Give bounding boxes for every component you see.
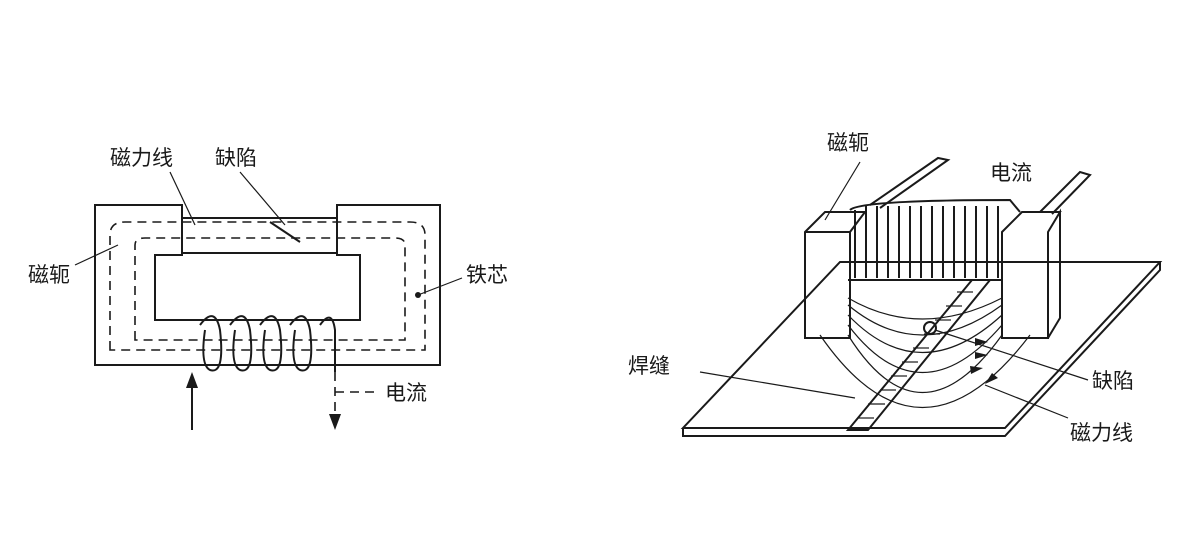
field-line-inner xyxy=(134,237,406,341)
current-lead-left xyxy=(869,156,951,209)
label-defect-left: 缺陷 xyxy=(215,146,257,170)
yoke-body xyxy=(94,204,441,366)
label-current-right: 电流 xyxy=(990,161,1032,185)
current-lead-right xyxy=(1039,170,1092,215)
right-yoke-diagram: 磁轭 电流 焊缝 缺陷 磁力线 xyxy=(628,131,1163,445)
coil-winding-right xyxy=(849,198,1021,278)
field-arrows xyxy=(970,338,998,384)
iron-core-bar xyxy=(181,217,338,254)
label-field-lines-left: 磁力线 xyxy=(110,146,173,170)
label-defect-right: 缺陷 xyxy=(1092,369,1134,393)
coil-winding xyxy=(199,315,336,372)
label-iron-core: 铁芯 xyxy=(466,263,508,287)
defect-mark xyxy=(923,321,937,335)
steel-plate xyxy=(680,261,1163,429)
label-weld: 焊缝 xyxy=(628,354,670,378)
label-current-left: 电流 xyxy=(385,381,427,405)
yoke-block-right xyxy=(1001,208,1062,339)
label-field-lines-right: 磁力线 xyxy=(1070,421,1133,445)
magnetic-field-arcs xyxy=(819,297,1031,409)
weld-hatching xyxy=(858,291,973,419)
current-in-arrow xyxy=(186,372,198,430)
defect-line xyxy=(269,221,301,243)
field-line-outer xyxy=(109,221,426,351)
current-out-arrow xyxy=(329,372,378,430)
left-yoke-diagram: 磁力线 缺陷 磁轭 铁芯 电流 xyxy=(28,146,508,430)
label-yoke-right: 磁轭 xyxy=(827,131,869,155)
yoke-block-left xyxy=(804,211,867,339)
label-yoke-left: 磁轭 xyxy=(28,263,70,287)
